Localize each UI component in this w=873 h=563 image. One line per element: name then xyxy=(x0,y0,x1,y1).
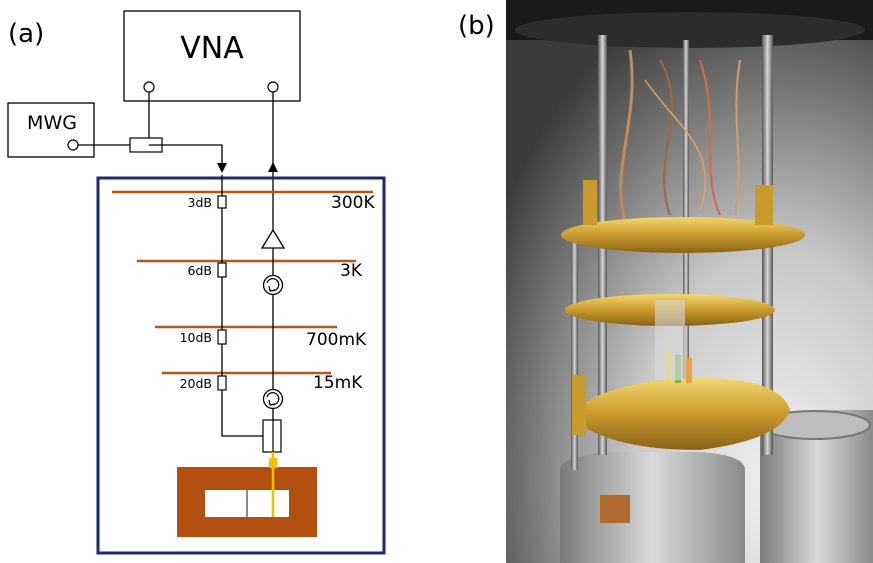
stage-label-300k: 300K xyxy=(331,193,375,213)
mwg-box xyxy=(7,102,95,158)
mwg-port xyxy=(67,139,79,151)
stage-label-700mk: 700mK xyxy=(306,330,367,350)
mwg-label: MWG xyxy=(27,112,77,134)
circulator-icon xyxy=(262,388,284,410)
panel-b-label: (b) xyxy=(458,11,495,41)
attenuator-label-20db: 20dB xyxy=(180,376,212,391)
fridge-photo xyxy=(506,0,873,563)
fridge-outline xyxy=(96,176,386,555)
panel-a-label: (a) xyxy=(8,19,44,49)
attenuator-label-6db: 6dB xyxy=(188,263,212,278)
amplifier-icon xyxy=(260,228,286,249)
stage-label-3k: 3K xyxy=(340,261,363,281)
photo-panel-b: (b) xyxy=(458,0,873,563)
vna-to-combiner-line xyxy=(148,92,162,146)
vna-label: VNA xyxy=(180,31,244,66)
attenuator-10db xyxy=(217,329,227,345)
schematic-panel-a: (a) VNA MWG 300K 3K 700mK 15mK xyxy=(7,10,386,555)
vna-port-left xyxy=(143,81,155,93)
directional-coupler xyxy=(262,419,282,453)
input-line-arrow xyxy=(162,144,227,173)
circulator-icon xyxy=(262,274,284,296)
attenuator-20db xyxy=(217,375,227,391)
input-line-cold xyxy=(221,175,263,437)
attenuator-label-10db: 10dB xyxy=(180,330,212,345)
vna-port-right xyxy=(267,81,279,93)
attenuator-6db xyxy=(217,262,227,278)
attenuator-label-3db: 3dB xyxy=(188,195,212,210)
attenuator-3db xyxy=(217,195,227,209)
stage-label-15mk: 15mK xyxy=(313,373,363,393)
coupling-pin-head xyxy=(269,458,277,468)
